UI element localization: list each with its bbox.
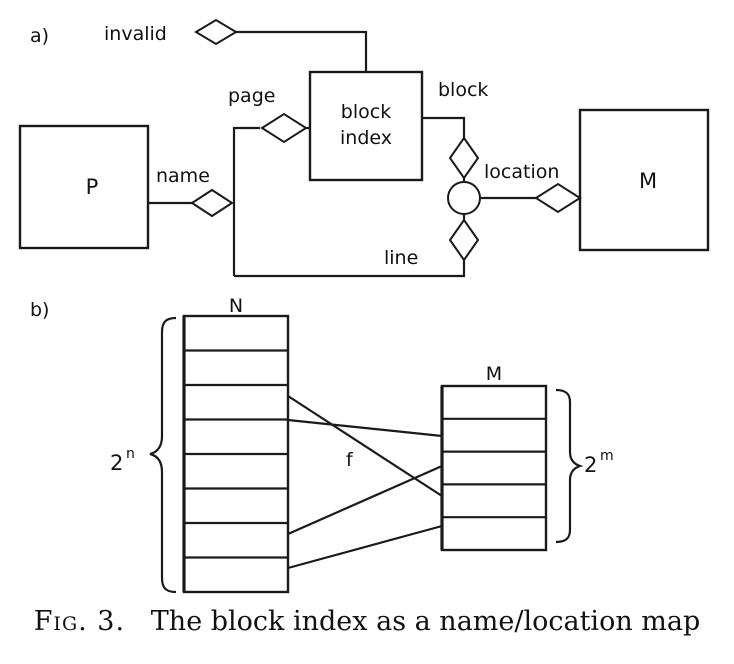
- page-diamond: [260, 112, 308, 144]
- table-n-rows: [184, 349, 288, 559]
- invalid-diamond: [194, 18, 238, 46]
- line-diamond: [448, 218, 480, 262]
- rel-name-label: name: [156, 165, 210, 187]
- entity-m-box: [578, 108, 710, 252]
- block-index-label-2: index: [340, 127, 392, 149]
- block-index-box: [308, 70, 424, 182]
- invalid-connector: [236, 30, 368, 72]
- mapping-lines: [287, 395, 443, 570]
- name-diamond: [190, 188, 234, 218]
- block-diamond: [448, 136, 480, 180]
- left-brace: [149, 316, 177, 594]
- name-page-line-connector: [232, 126, 260, 276]
- map-line-2: [287, 418, 443, 438]
- figure-caption: Fig. 3. The block index as a name/locati…: [0, 606, 734, 637]
- entity-p-box: [18, 124, 150, 250]
- rel-invalid-label: invalid: [104, 23, 167, 45]
- figure-diagram: a) invalid block index P M page name blo…: [18, 18, 710, 594]
- junction-circle: [447, 181, 481, 215]
- left-size-exp: n: [126, 446, 135, 462]
- figure-caption-text: The block index as a name/location map: [150, 606, 701, 637]
- function-f-label: f: [346, 449, 354, 471]
- entity-p-label: P: [86, 175, 99, 199]
- block-index-label-1: block: [341, 101, 391, 123]
- panel-a-tag: a): [30, 25, 49, 47]
- map-line-1: [287, 395, 443, 497]
- table-m-rows: [442, 417, 546, 519]
- rel-location-label: location: [484, 161, 559, 183]
- index-to-block-connector: [422, 116, 466, 138]
- panel-b-tag: b): [30, 299, 49, 321]
- figure-number: Fig. 3.: [33, 606, 126, 637]
- right-size-exp: m: [600, 448, 614, 464]
- rel-block-label: block: [438, 79, 488, 101]
- entity-m-label: M: [639, 169, 657, 193]
- rel-page-label: page: [228, 85, 275, 107]
- table-m: [440, 384, 548, 552]
- location-diamond: [534, 182, 582, 214]
- map-line-4: [287, 524, 443, 570]
- left-size-base: 2: [110, 451, 123, 475]
- line-bottom-connector: [234, 260, 466, 278]
- right-size-base: 2: [584, 453, 597, 477]
- table-m-label: M: [486, 363, 502, 385]
- right-brace: [555, 388, 584, 544]
- rel-line-label: line: [384, 247, 418, 269]
- table-n-label: N: [229, 295, 243, 317]
- map-line-3: [287, 464, 443, 536]
